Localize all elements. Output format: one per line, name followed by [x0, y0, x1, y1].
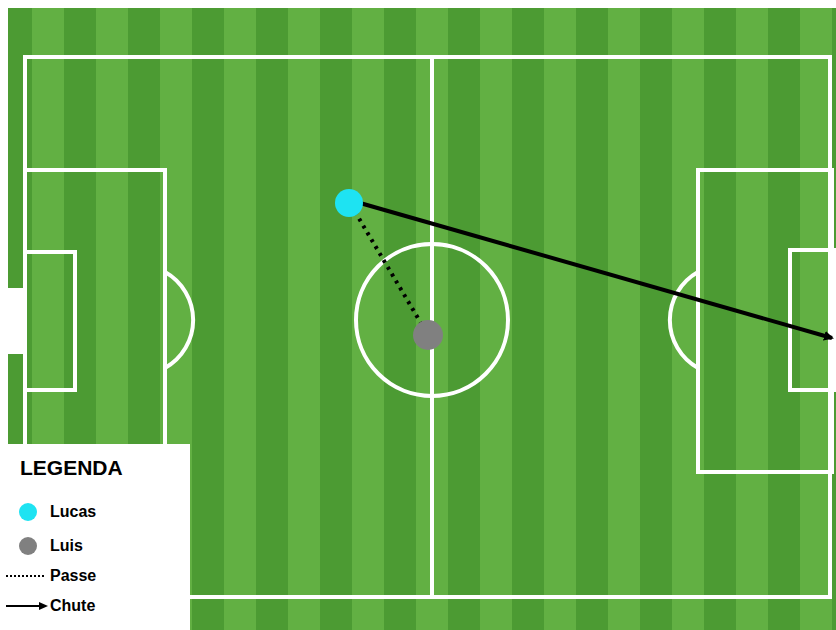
player-luis: [413, 320, 443, 350]
legend-swatch: [19, 537, 37, 555]
legend-title: LEGENDA: [20, 456, 123, 480]
legend-text: Luis: [50, 537, 83, 555]
player-lucas: [335, 189, 363, 217]
legend-text: Lucas: [50, 503, 96, 521]
legend-text: Passe: [50, 567, 96, 585]
legend-panel: LEGENDA LucasLuisPasseChute: [0, 444, 190, 630]
legend-arrow-sample: [2, 599, 50, 613]
shot-arrow: [360, 203, 832, 338]
legend-dotted-sample: [2, 569, 50, 583]
pass-line: [351, 205, 428, 335]
legend-swatch: [19, 503, 37, 521]
legend-text: Chute: [50, 597, 95, 615]
